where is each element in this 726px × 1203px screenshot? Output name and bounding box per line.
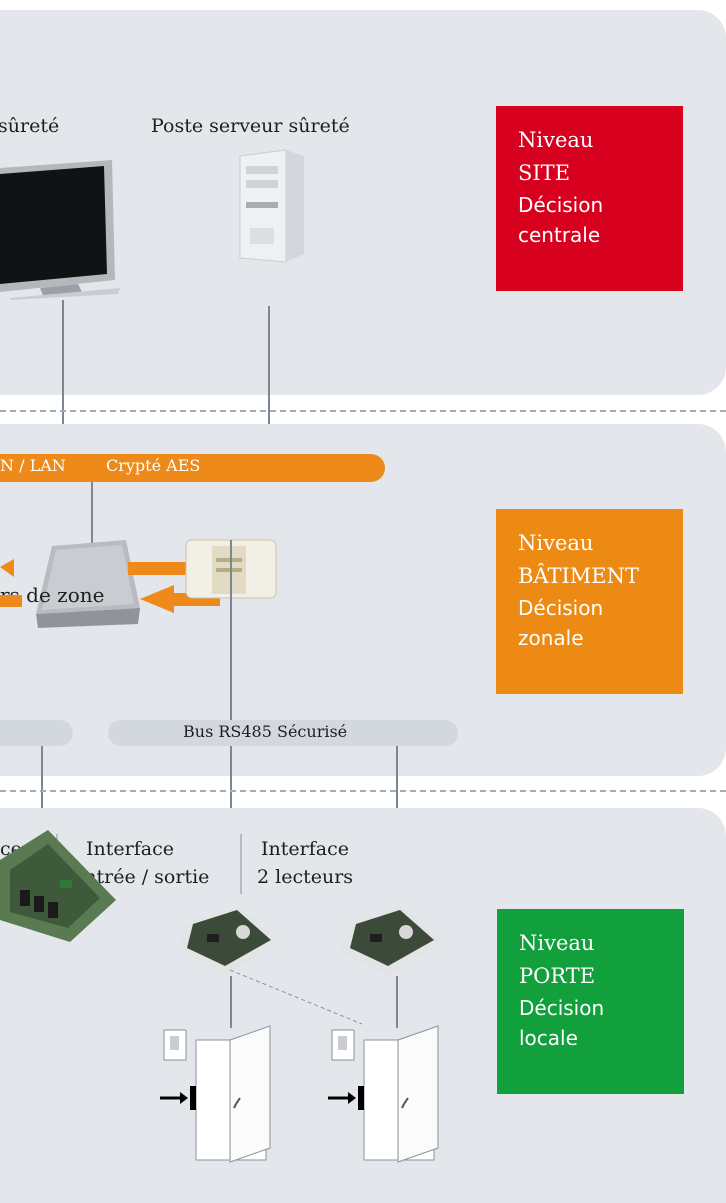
building-decision-type: zonale [518,626,584,650]
network-bar [0,454,385,482]
server-network-link [268,306,270,460]
door-icon [160,1025,271,1163]
site-level-name: SITE [518,161,571,185]
site-decision-label: Décision [518,193,604,217]
bus-left-bar [0,720,73,746]
reader-door-dashed-link [229,969,363,1025]
arrow-icon [0,559,22,607]
server-label: Poste serveur sûreté [151,115,350,137]
io-interface-line1: Interface [86,838,174,860]
io-board-icon [0,830,116,942]
monitor-icon [0,160,120,300]
bus-rs485-label: Bus RS485 Sécurisé [183,722,348,741]
reader-door-link [230,976,232,1028]
door-level-badge: Niveau PORTE Décision locale [497,909,684,1094]
network-lan-label: N / LAN [0,456,66,475]
reader2-door-link [396,976,398,1028]
level-divider-2 [0,790,726,792]
building-level-name: BÂTIMENT [518,564,639,588]
server-tower-icon [239,149,304,263]
site-level-title: Niveau [518,128,594,152]
building-decision-label: Décision [518,596,604,620]
hub-bus-link [230,540,232,826]
site-decision-type: centrale [518,223,601,247]
door-decision-label: Décision [519,996,605,1020]
reader-board-icon [177,906,281,976]
reader-interface-line1: Interface [261,838,349,860]
bus-rs485-bar [108,720,458,746]
door-level-title: Niveau [519,931,595,955]
controller-network-link [91,482,93,548]
monitor-network-link [62,300,64,460]
door-decision-type: locale [519,1026,578,1050]
door-level-name: PORTE [519,964,596,988]
level-divider-1 [0,410,726,412]
building-level-title: Niveau [518,531,594,555]
building-level-badge: Niveau BÂTIMENT Décision zonale [496,509,683,694]
io-interface-line2: entrée / sortie [73,866,210,888]
network-encryption-label: Crypté AES [106,456,201,475]
door-2-icon [328,1025,439,1163]
reader-interface-line2: 2 lecteurs [257,866,354,888]
zone-controller-icon [36,540,140,628]
site-level-badge: Niveau SITE Décision centrale [496,106,683,291]
workstation-label: sûreté [0,115,60,137]
reader-board-2-icon [340,906,444,976]
